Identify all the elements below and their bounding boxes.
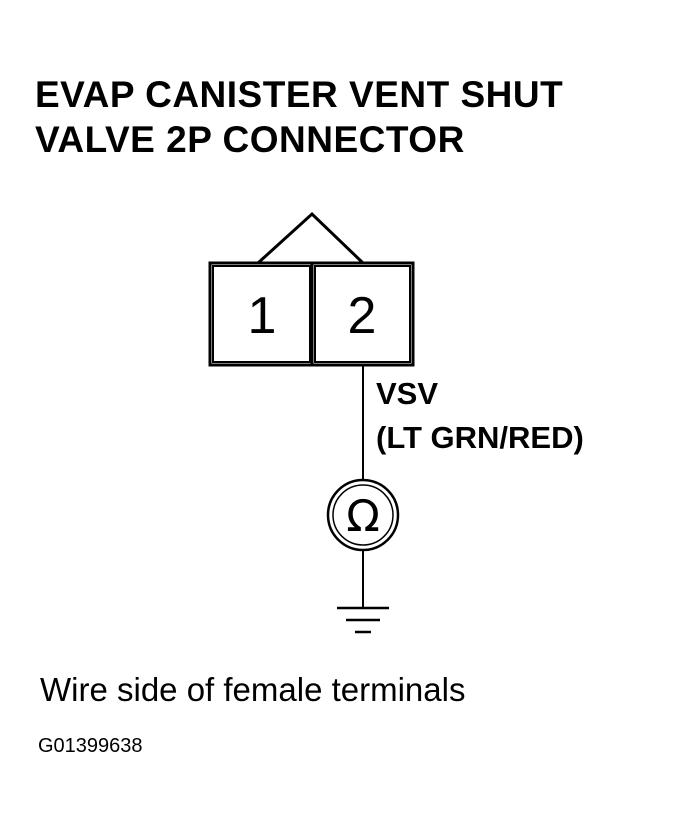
terminal-number-2: 2	[348, 287, 377, 345]
connector-lock-tab	[256, 211, 365, 265]
diagram-title-line-1: EVAP CANISTER VENT SHUT	[35, 74, 564, 115]
diagram-title-line-2: VALVE 2P CONNECTOR	[35, 119, 465, 160]
diagram-title: EVAP CANISTER VENT SHUT VALVE 2P CONNECT…	[35, 72, 563, 162]
wire-label: VSV (LT GRN/RED)	[376, 372, 584, 460]
diagram-caption: Wire side of female terminals	[40, 671, 466, 708]
figure-id: G01399638	[38, 735, 143, 757]
ohm-symbol: Ω	[346, 491, 380, 542]
terminal-number-1: 1	[248, 287, 277, 345]
ohmmeter-icon: Ω	[326, 478, 400, 552]
ground-icon	[337, 606, 389, 634]
terminal-cavity-1	[212, 265, 311, 363]
terminal-cavity-2	[314, 265, 411, 363]
wire-color: (LT GRN/RED)	[376, 420, 584, 455]
wire-name: VSV	[376, 376, 439, 411]
